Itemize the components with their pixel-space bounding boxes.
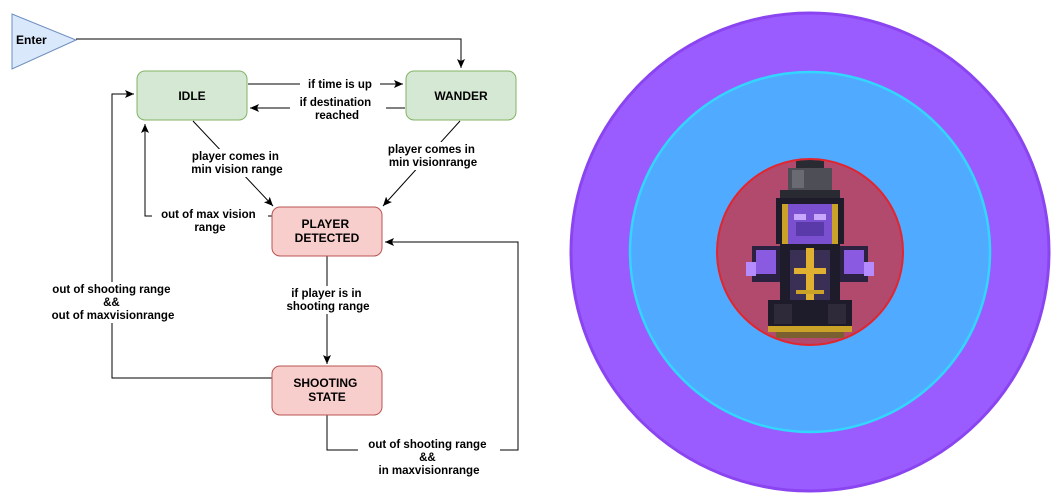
- edge-labels: if time is up if destination reached pla…: [40, 76, 500, 478]
- edge-label-detected-to-idle: out of max vision range: [161, 209, 259, 234]
- player-detected-node: PLAYER DETECTED: [271, 206, 383, 257]
- wander-node: WANDER: [405, 70, 517, 121]
- shooting-state-node-label: SHOOTING STATE: [293, 376, 360, 404]
- enter-node-label: Enter: [16, 33, 47, 47]
- idle-node-label: IDLE: [178, 89, 205, 103]
- edge-enter-to-wander: [76, 38, 465, 68]
- edge-label-shooting-to-detected: out of shooting range && in maxvisionran…: [368, 439, 489, 477]
- shooting-state-node: SHOOTING STATE: [271, 365, 383, 416]
- edge-label-idle-to-detected: player comes in min vision range: [191, 151, 282, 176]
- nodes: Enter IDLE WANDER PLAYER DETECTED SHOOTI…: [11, 13, 517, 416]
- edge-label-idle-to-wander: if time is up: [308, 79, 372, 91]
- edge-label-wander-to-detected: player comes in min visionrange: [388, 144, 478, 169]
- wander-node-label: WANDER: [434, 89, 488, 103]
- idle-node: IDLE: [136, 70, 248, 121]
- player-detected-node-label: PLAYER DETECTED: [295, 217, 360, 245]
- pixel-art-wizard-enemy-icon: [746, 160, 874, 338]
- enter-node: Enter: [11, 13, 78, 70]
- edge-shooting-to-detected: [326, 238, 519, 451]
- vision-range-illustration: [569, 11, 1051, 493]
- edge-label-shooting-to-idle: out of shooting range && out of maxvisio…: [52, 284, 175, 322]
- edge-shooting-to-idle: [111, 90, 272, 379]
- edge-label-detected-to-shooting: if player is in shooting range: [286, 288, 369, 313]
- edge-label-wander-to-idle: if destination reached: [300, 97, 375, 122]
